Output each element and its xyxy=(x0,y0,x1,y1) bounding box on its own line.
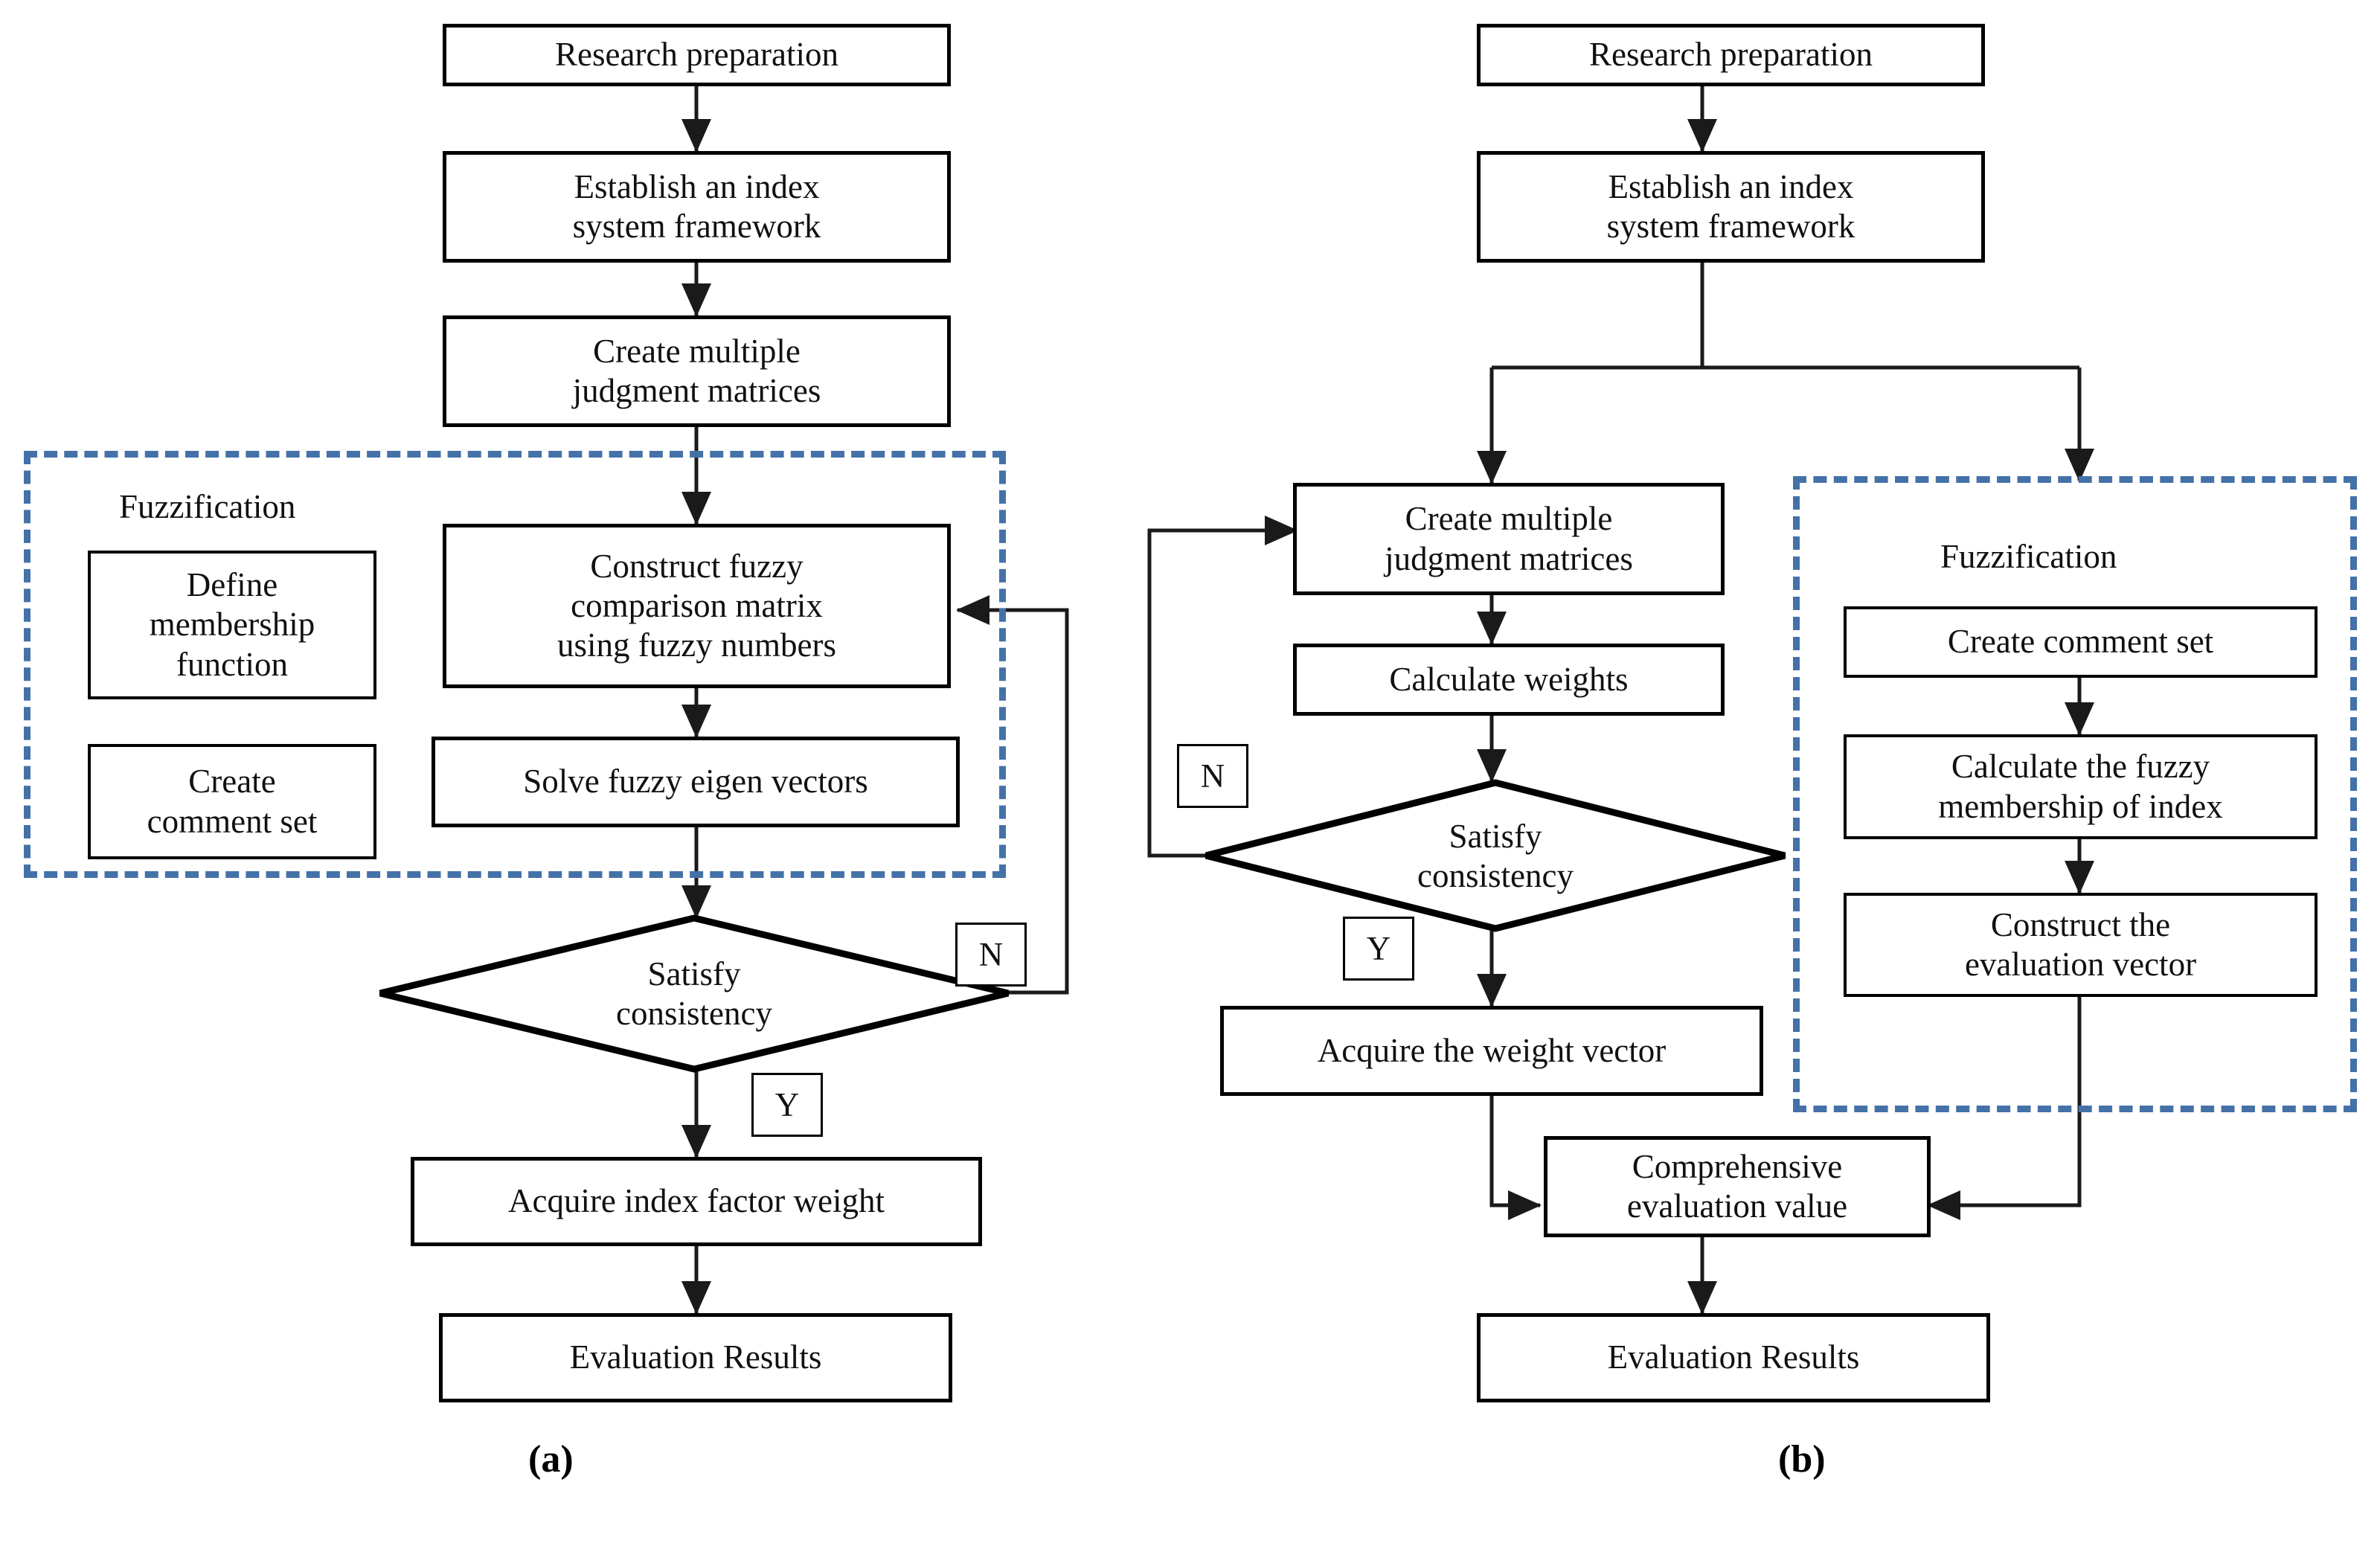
panel-label-a: (a) xyxy=(528,1438,574,1481)
arrow-b-decision-no-feedback xyxy=(1147,516,1298,858)
branch-tag-a-no: N xyxy=(955,923,1027,987)
decision-a-satisfy-consistency[interactable] xyxy=(376,914,1013,1074)
branch-tag-b-no: N xyxy=(1177,744,1248,808)
node-b-evaluation-results[interactable]: Evaluation Results xyxy=(1477,1313,1990,1402)
node-a-acquire-index-factor-weight[interactable]: Acquire index factor weight xyxy=(411,1157,982,1246)
arrow-a-decision-no-feedback xyxy=(956,595,1069,995)
fuzzification-group-b xyxy=(1793,476,2357,1112)
node-b-calculate-weights[interactable]: Calculate weights xyxy=(1293,644,1725,716)
fuzzification-group-a xyxy=(24,451,1006,878)
arrow-b-evalvector-to-comprehensive xyxy=(1927,997,2082,1220)
branch-tag-a-yes: Y xyxy=(751,1073,823,1137)
panel-label-b: (b) xyxy=(1778,1438,1826,1481)
arrow-b-weightvector-to-comprehensive xyxy=(1489,1096,1542,1220)
node-a-evaluation-results[interactable]: Evaluation Results xyxy=(439,1313,952,1402)
fuzzification-label-b: Fuzzification xyxy=(1940,538,2117,575)
node-b-create-comment-set[interactable]: Create comment set xyxy=(1844,606,2318,678)
fuzzification-label-a: Fuzzification xyxy=(119,488,296,525)
decision-b-satisfy-consistency[interactable] xyxy=(1202,778,1789,933)
node-b-research-preparation[interactable]: Research preparation xyxy=(1477,24,1985,86)
branch-tag-b-yes: Y xyxy=(1343,917,1414,981)
node-a-research-preparation[interactable]: Research preparation xyxy=(443,24,951,86)
node-b-acquire-weight-vector[interactable]: Acquire the weight vector xyxy=(1220,1006,1763,1096)
node-a-solve-fuzzy-eigen-vectors[interactable]: Solve fuzzy eigen vectors xyxy=(432,737,960,827)
